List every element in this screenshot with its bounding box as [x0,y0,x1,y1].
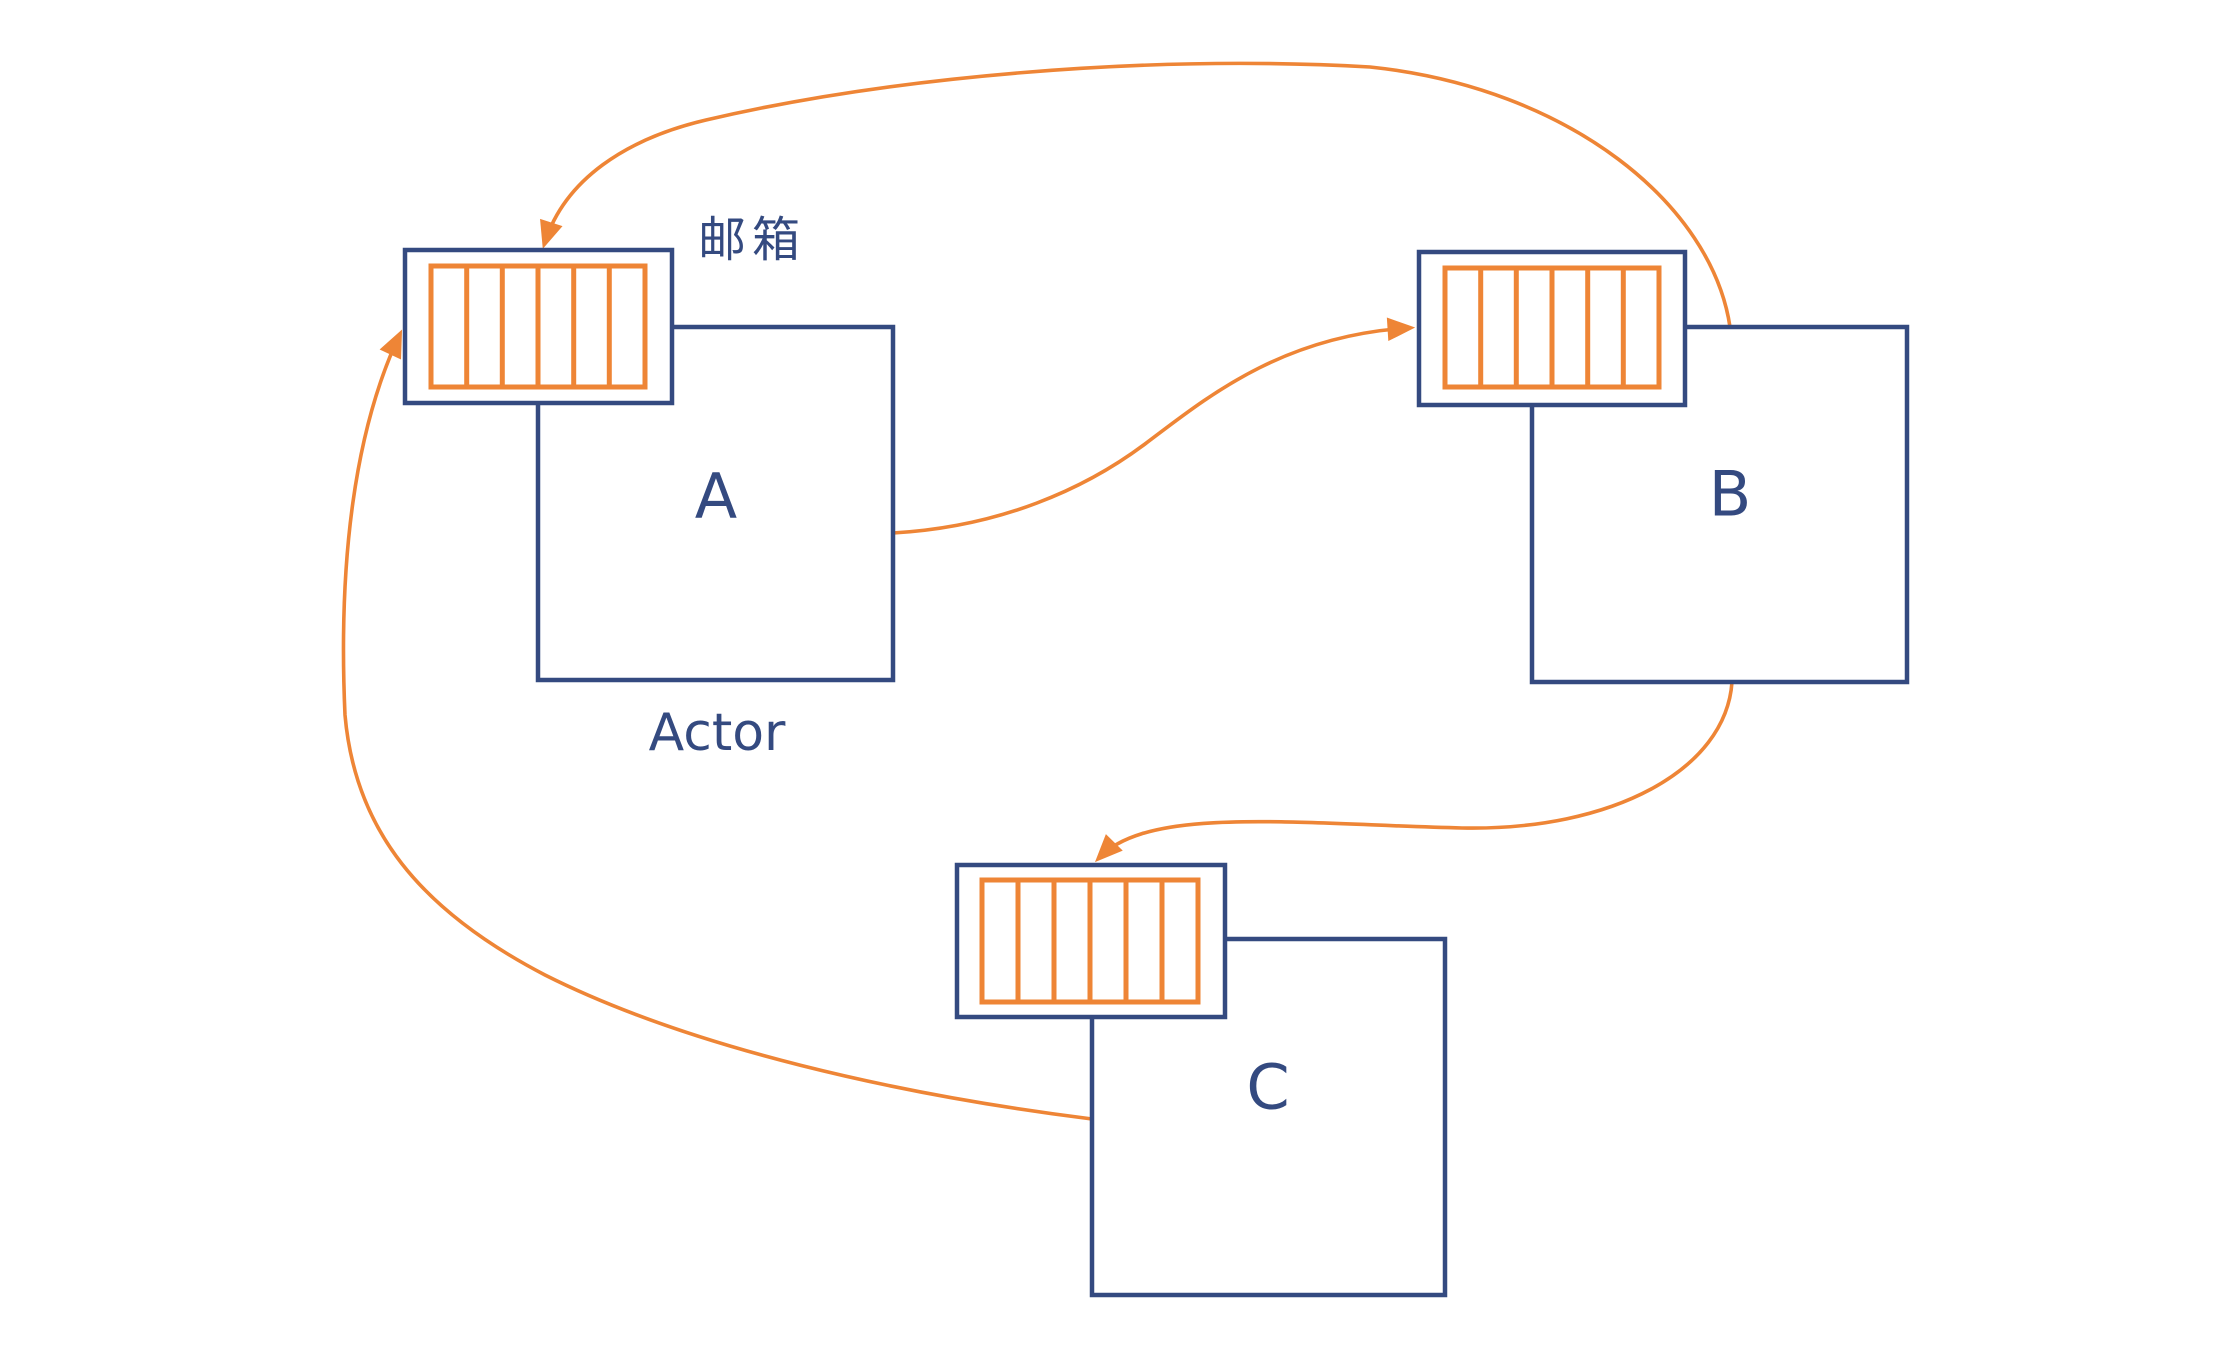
arrow-b-to-c [1094,680,1734,863]
actor-b-box [1529,324,1910,685]
arrow-b-to-a [540,61,1732,329]
mailbox-b-slots [1478,268,1626,387]
actor-a-label: A [695,460,737,533]
actor-a: A [402,247,896,683]
mailbox-c-slots [1015,880,1165,1002]
actor-c-label: C [1246,1051,1289,1124]
mailbox-b [1416,249,1688,408]
actor-caption: Actor [649,703,786,763]
actor-b-label: B [1709,458,1752,531]
arrow-c-to-a [341,329,1094,1121]
mailbox-a-slots [464,266,612,387]
arrow-a-to-b [891,317,1416,535]
message-arrows [341,61,1734,1121]
mailbox-caption: 邮箱 [698,212,806,268]
actor-b: B [1416,249,1910,685]
actor-c: C [954,862,1448,1298]
mailbox-c [954,862,1228,1020]
mailbox-a [402,247,675,406]
